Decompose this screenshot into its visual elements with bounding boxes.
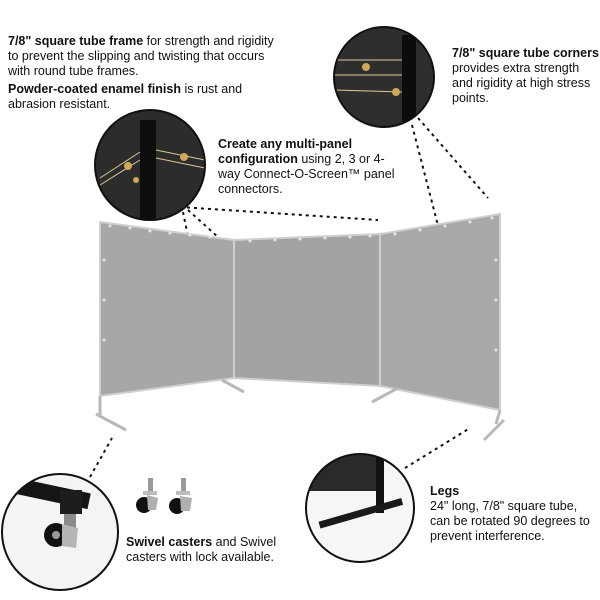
casters-callout-text: and Swivel casters with lock available. [126,535,277,564]
legs-callout-title: Legs [430,484,460,498]
casters-callout-title: Swivel casters [126,535,213,549]
powder-callout: Powder-coated enamel finish is rust and … [8,82,268,112]
frame-callout: 7/8" square tube frame for strength and … [8,34,278,79]
casters-callout: Swivel casters and Swivel casters with l… [126,535,296,565]
swivel-caster-detail-icon [1,473,119,591]
frame-callout-title: 7/8" square tube frame [8,34,144,48]
multi-panel-callout-text: using 2, 3 or 4-way Connect-O-Screen™ pa… [218,152,395,196]
corners-callout-text: provides extra strength and rigidity at … [452,61,591,105]
welding-screen [95,212,506,442]
corners-callout: 7/8" square tube corners provides extra … [452,46,600,106]
legs-callout-text: 24" long, 7/8" square tube, can be rotat… [430,499,590,543]
leg-detail-icon [305,453,415,563]
powder-callout-text: is rust and abrasion resistant. [8,82,243,111]
square-tube-corner-detail-icon [333,26,435,128]
powder-callout-title: Powder-coated enamel finish [8,82,181,96]
multi-panel-callout-title: Create any multi-panel configuration [218,137,353,166]
multi-panel-callout: Create any multi-panel configuration usi… [218,137,398,197]
panel-corner-detail-icon [94,109,206,221]
caster-pair-icon [136,478,192,514]
frame-callout-text: for strength and rigidity to prevent the… [8,34,274,78]
corners-callout-title: 7/8" square tube corners [452,46,599,60]
